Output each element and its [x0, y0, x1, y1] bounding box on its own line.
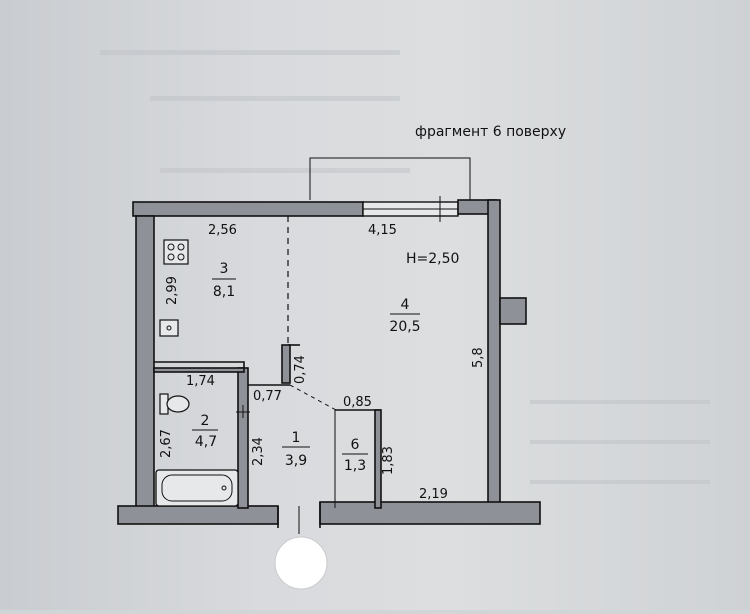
- right-wall-stub: [499, 297, 527, 325]
- room-4-area: 20,5: [389, 319, 420, 335]
- right-wall: [487, 199, 501, 511]
- faint-stroke: [150, 96, 400, 101]
- dim-door-width: 0,77: [253, 389, 282, 404]
- room-1-number: 1: [292, 430, 301, 446]
- dim-closet-depth: 1,83: [381, 446, 396, 475]
- dim-kitchen-width: 2,56: [208, 223, 237, 238]
- room-1-area: 3,9: [285, 453, 307, 469]
- faint-stroke: [100, 50, 400, 55]
- dim-wall-stub: 0,74: [293, 355, 308, 384]
- dim-bath-depth: 2,67: [159, 429, 174, 458]
- dimension-labels: 2,56 4,15 2,99 5,8 1,74 2,67 0,77 0,74 2…: [159, 223, 486, 502]
- bathroom-right-wall: [237, 367, 249, 509]
- kitchen-sink-icon: [159, 319, 179, 337]
- fixtures: [155, 239, 239, 507]
- room-3-number: 3: [220, 261, 229, 277]
- bottom-wall-right: [319, 501, 541, 525]
- bathroom-top-wall: [153, 367, 245, 373]
- ceiling-height: H=2,50: [406, 251, 459, 267]
- dim-closet-width: 0,85: [343, 395, 372, 410]
- interior-walls: [153, 216, 382, 509]
- room-2-area: 4,7: [195, 434, 217, 450]
- fragment-title: фрагмент 6 поверху: [415, 124, 566, 140]
- dim-kitchen-depth: 2,99: [165, 276, 180, 305]
- background-faint-text: [100, 50, 710, 484]
- closet-side-wall: [374, 409, 382, 509]
- dim-room-length: 5,8: [471, 347, 486, 368]
- bathtub-inner: [161, 474, 233, 502]
- bottom-wall-left: [117, 505, 279, 525]
- toilet-icon: [166, 395, 190, 413]
- drain: [166, 325, 172, 331]
- balcony-outline: [309, 157, 471, 200]
- dim-room-width: 4,15: [368, 223, 397, 238]
- burner: [177, 253, 185, 261]
- faint-stroke: [530, 400, 710, 404]
- burner: [167, 253, 175, 261]
- faint-stroke: [530, 440, 710, 444]
- bathtub-drain: [221, 485, 227, 491]
- wall-stub: [281, 344, 291, 384]
- entrance-marker: [274, 536, 328, 590]
- room-6-number: 6: [351, 437, 360, 453]
- stove-icon: [163, 239, 189, 265]
- faint-stroke: [530, 480, 710, 484]
- room-labels: 3 8,1 4 20,5 H=2,50 2 4,7 1 3,9 6 1,3: [192, 251, 459, 474]
- room-3-area: 8,1: [213, 284, 235, 300]
- left-wall: [135, 215, 155, 517]
- door-swing-line: [289, 384, 337, 411]
- room-6-area: 1,3: [344, 458, 366, 474]
- top-wall-left: [132, 201, 364, 217]
- dim-hall-depth: 2,34: [251, 437, 266, 466]
- dim-bottom-wall: 2,19: [419, 487, 448, 502]
- entrance: [274, 502, 328, 590]
- burner: [167, 243, 175, 251]
- faint-stroke: [160, 168, 410, 173]
- room-4-number: 4: [401, 297, 410, 313]
- tick-marks: [236, 405, 250, 418]
- dim-bath-width: 1,74: [186, 374, 215, 389]
- room-2-number: 2: [201, 413, 210, 429]
- burner: [177, 243, 185, 251]
- bathtub-icon: [155, 469, 239, 507]
